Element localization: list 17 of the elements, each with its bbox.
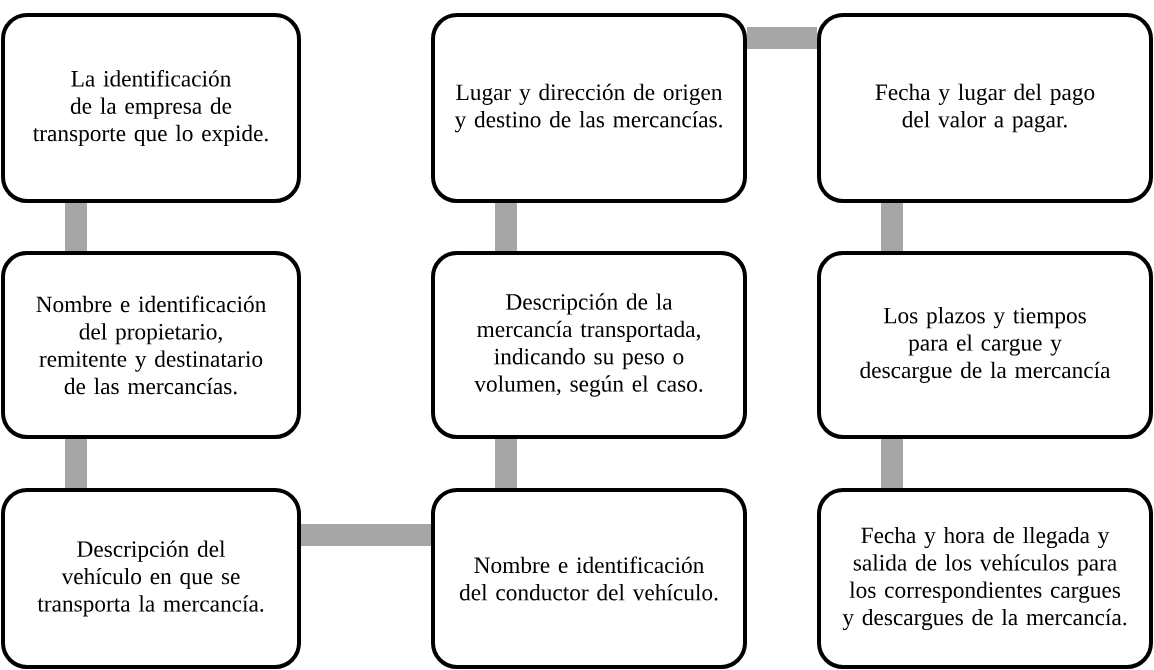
- connector-bar: [301, 524, 431, 546]
- text-box: Lugar y dirección de origen y destino de las mercancías.: [431, 13, 747, 203]
- text-box: Descripción de la mercancía transportada, indicando su peso o volumen, según el caso.: [431, 251, 747, 439]
- text-box: Nombre e identificación del propietario, remitente y destinatario de las mercancías.: [1, 251, 301, 439]
- text-box: Fecha y hora de llegada y salida de los vehículos para los correspondientes cargues y descargues de la mercancía.: [817, 487, 1153, 670]
- text-box: Los plazos y tiempos para el cargue y descargue de la mercancía: [817, 251, 1153, 439]
- connector-bar: [747, 27, 817, 49]
- text-box: La identificación de la empresa de transporte que lo expide.: [1, 13, 301, 203]
- connector-bar: [65, 439, 87, 488]
- connector-bar: [881, 439, 903, 488]
- text-box: Fecha y lugar del pago del valor a pagar.: [817, 13, 1153, 203]
- connector-bar: [495, 203, 517, 251]
- connector-bar: [65, 203, 87, 251]
- connector-bar: [881, 203, 903, 251]
- connector-bar: [495, 439, 517, 488]
- text-box: Descripción del vehículo en que se transporta la mercancía.: [1, 487, 301, 670]
- text-box: Nombre e identificación del conductor del vehículo.: [431, 487, 747, 670]
